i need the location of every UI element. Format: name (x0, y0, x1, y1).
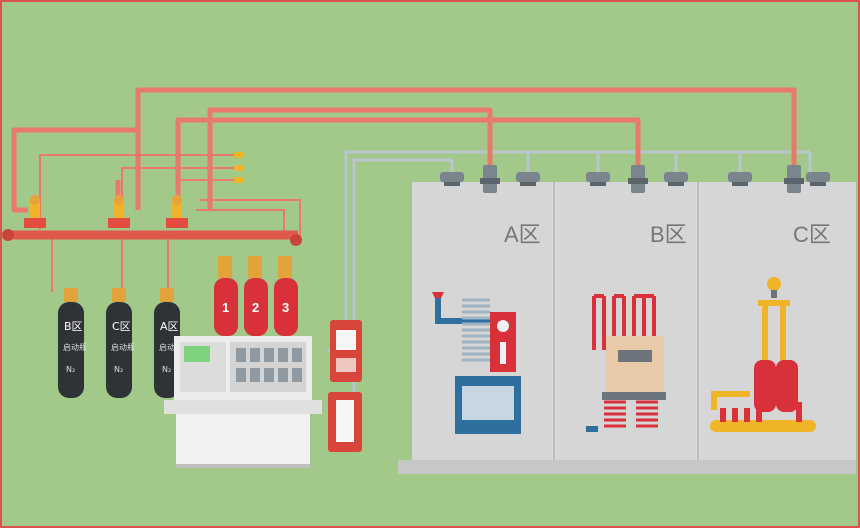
selector-valves (24, 152, 244, 228)
start-cylinder-2: C区 启动瓶 N₂ (106, 288, 135, 398)
control-panel (164, 336, 322, 468)
smoke-detector-icon (440, 172, 464, 186)
agent-cylinder-1-number: 1 (222, 300, 229, 315)
zone-label-c: C区 (793, 222, 831, 247)
ceiling-devices (440, 165, 830, 193)
zone-label-b: B区 (650, 222, 687, 247)
start-cylinder-1-gas: N₂ (66, 365, 75, 374)
room-floor (398, 460, 856, 474)
check-valve (234, 177, 244, 183)
nozzle-icon (628, 165, 648, 193)
smoke-detector-icon (664, 172, 688, 186)
start-cylinder-3-type: 启动瓶 (159, 342, 183, 352)
room-b-equipment (586, 294, 666, 432)
smoke-detector-icon (586, 172, 610, 186)
start-cylinders: B区 启动瓶 N₂ C区 启动瓶 N₂ A区 启动瓶 N₂ (58, 288, 183, 398)
agent-cylinder-2-number: 2 (252, 300, 259, 315)
agent-cylinder-3: 3 (274, 256, 298, 336)
agent-cylinder-3-number: 3 (282, 300, 289, 315)
lcd-screen (184, 346, 210, 362)
start-cylinder-3: A区 启动瓶 N₂ (154, 288, 183, 398)
start-cylinder-1-type: 启动瓶 (63, 342, 87, 352)
wall-devices (328, 320, 362, 452)
selector-valve (166, 195, 188, 228)
start-cylinder-1-zone: B区 (64, 320, 83, 333)
manifold-end-right (290, 234, 302, 246)
smoke-detector-icon (516, 172, 540, 186)
nozzle-icon (784, 165, 804, 193)
check-valve (234, 165, 244, 171)
start-cylinder-2-type: 启动瓶 (111, 342, 135, 352)
start-cylinder-2-gas: N₂ (114, 365, 123, 374)
light-bulb-icon (767, 277, 781, 291)
zone-label-a: A区 (504, 222, 541, 247)
start-cylinder-3-zone: A区 (160, 320, 179, 333)
agent-cylinders: 1 2 3 (214, 256, 298, 336)
selector-valve (108, 195, 130, 228)
nozzle-icon (480, 165, 500, 193)
discharge-pipes (11, 87, 797, 213)
audible-visual-alarm (330, 320, 362, 382)
selector-valve (24, 195, 46, 228)
room-a-equipment (432, 292, 521, 434)
manifold-end-left (2, 229, 14, 241)
agent-cylinder-2: 2 (244, 256, 268, 336)
smoke-detector-icon (806, 172, 830, 186)
start-cylinder-1: B区 启动瓶 N₂ (58, 288, 87, 398)
start-cylinder-2-zone: C区 (112, 320, 131, 333)
start-cylinder-3-gas: N₂ (162, 365, 171, 374)
agent-cylinder-1: 1 (214, 256, 238, 336)
room-c-equipment (710, 277, 816, 432)
check-valve (234, 152, 244, 158)
smoke-detector-icon (728, 172, 752, 186)
